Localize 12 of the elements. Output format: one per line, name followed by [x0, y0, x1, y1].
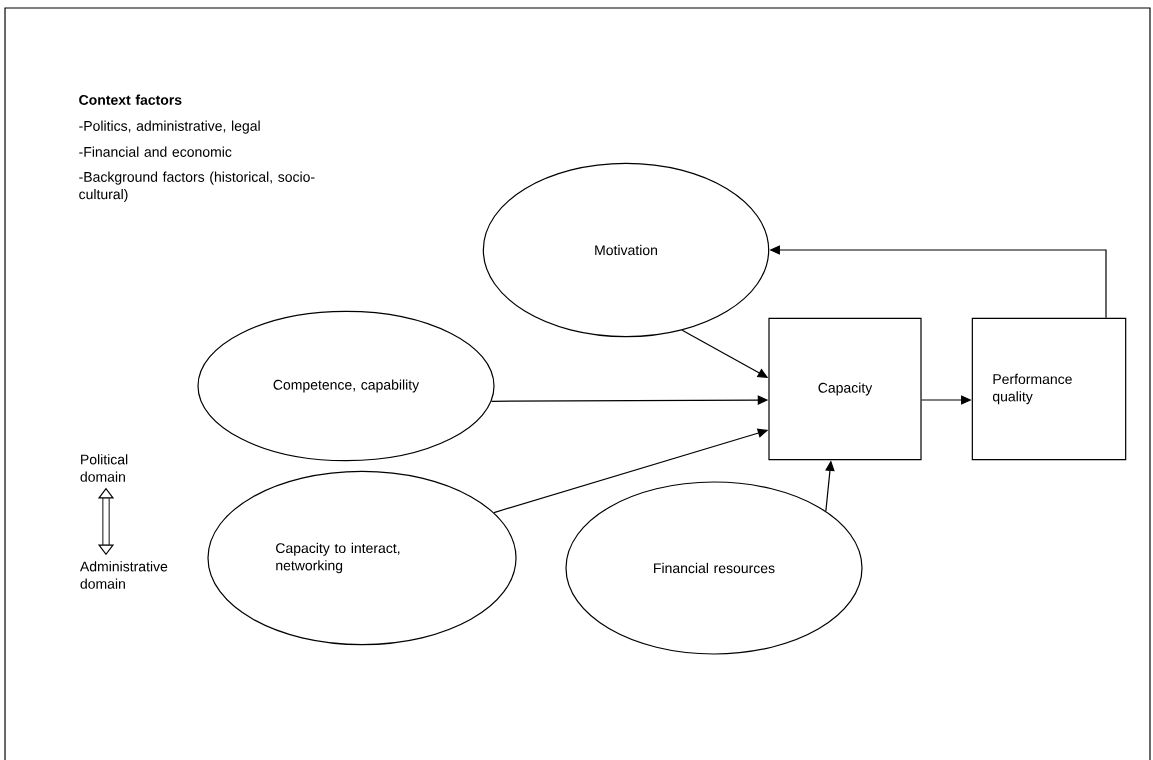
ellipse-node: Financial resources [565, 481, 863, 655]
domain-label: Political domain [80, 454, 128, 482]
context-text: -Politics, administrative, legal [79, 120, 260, 134]
process-box: Capacity [768, 317, 922, 461]
domain-label: Administrative domain [79, 561, 168, 589]
ellipse-node: Competence, capability [197, 310, 495, 462]
context-text: Context factors [79, 94, 182, 105]
context-text: -Financial and economic [79, 146, 232, 157]
ellipse-node: Capacity to interact, networking [207, 470, 517, 646]
process-box: Performance quality [971, 317, 1127, 461]
context-text: -Background factors (historical, socio-cultural) [79, 171, 315, 202]
ellipse-node: Motivation [482, 162, 770, 338]
